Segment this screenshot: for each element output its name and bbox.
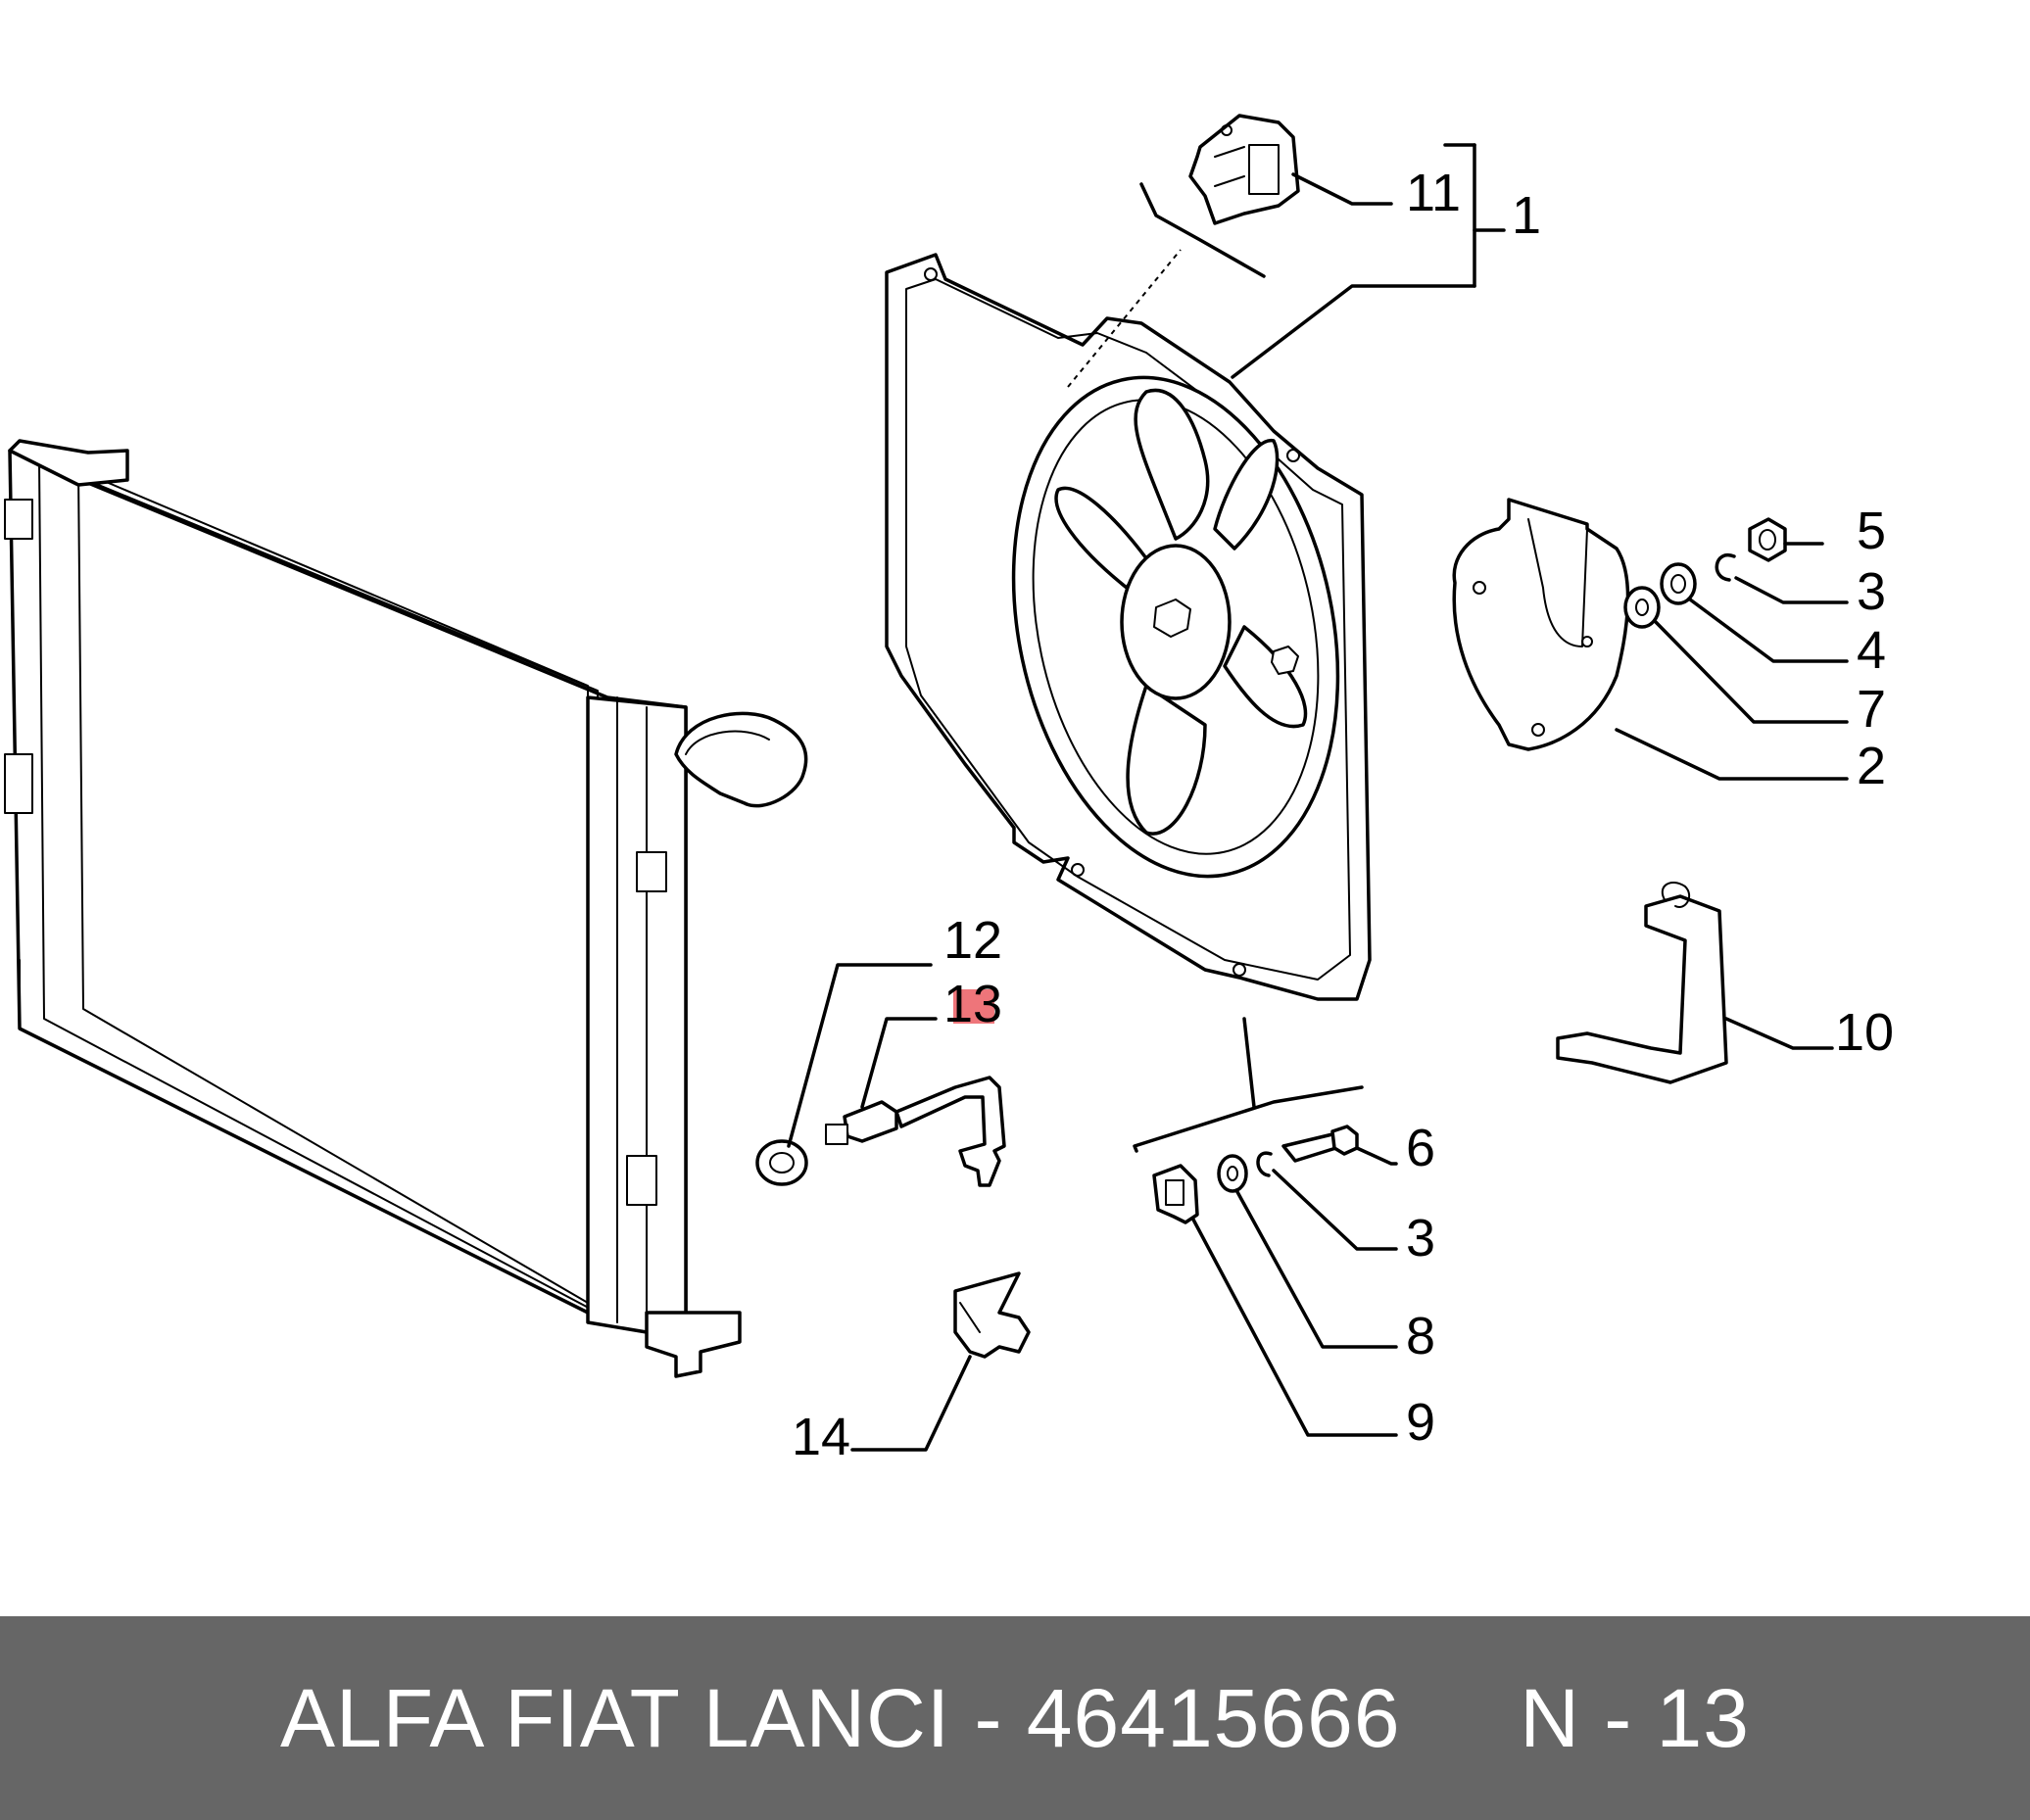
fastener-set-bottom-drawing bbox=[1152, 1125, 1359, 1224]
callout-labels: 11 1 5 3 4 7 2 10 12 13 6 3 8 9 14 bbox=[792, 164, 1894, 1466]
radiator-drawing bbox=[4, 439, 808, 1378]
footer-separator: - bbox=[950, 1671, 1027, 1764]
callout-6: 6 bbox=[1406, 1119, 1435, 1177]
part-number-footer: ALFA FIAT LANCI - 46415666 N - 13 bbox=[0, 1616, 2030, 1820]
callout-14: 14 bbox=[792, 1408, 850, 1466]
callout-11: 11 bbox=[1406, 164, 1461, 222]
footer-part-number: 46415666 bbox=[1026, 1671, 1401, 1764]
callout-9: 9 bbox=[1406, 1393, 1435, 1452]
part-11-drawing bbox=[1188, 114, 1300, 225]
footer-ref: N - 13 bbox=[1520, 1671, 1750, 1764]
footer-gap bbox=[1401, 1671, 1521, 1766]
exploded-parts-diagram: 11 1 5 3 4 7 2 10 12 13 6 3 8 9 14 bbox=[4, 114, 1894, 1466]
callout-3-bottom: 3 bbox=[1406, 1209, 1435, 1268]
part-13-drawing bbox=[825, 1076, 1006, 1187]
footer-brand: ALFA FIAT LANCI bbox=[280, 1671, 951, 1764]
part-14-drawing bbox=[953, 1271, 1031, 1359]
callout-4: 4 bbox=[1857, 621, 1886, 680]
part-12-drawing bbox=[755, 1139, 808, 1186]
callout-1: 1 bbox=[1512, 186, 1541, 245]
callout-12: 12 bbox=[943, 911, 1002, 970]
highlight-marker bbox=[953, 989, 994, 1024]
part-2-drawing bbox=[1452, 498, 1630, 751]
callout-2: 2 bbox=[1857, 737, 1886, 795]
fastener-set-top-drawing bbox=[1623, 517, 1787, 629]
callout-5: 5 bbox=[1857, 502, 1886, 560]
callout-10: 10 bbox=[1835, 1003, 1894, 1062]
leader-lines bbox=[787, 143, 1849, 1452]
callout-8: 8 bbox=[1406, 1307, 1435, 1365]
callout-3-top: 3 bbox=[1857, 562, 1886, 621]
callout-7: 7 bbox=[1857, 680, 1886, 739]
part-10-drawing bbox=[1556, 882, 1728, 1084]
fan-shroud-drawing bbox=[885, 182, 1372, 1001]
callout-13: 13 bbox=[943, 975, 1002, 1033]
